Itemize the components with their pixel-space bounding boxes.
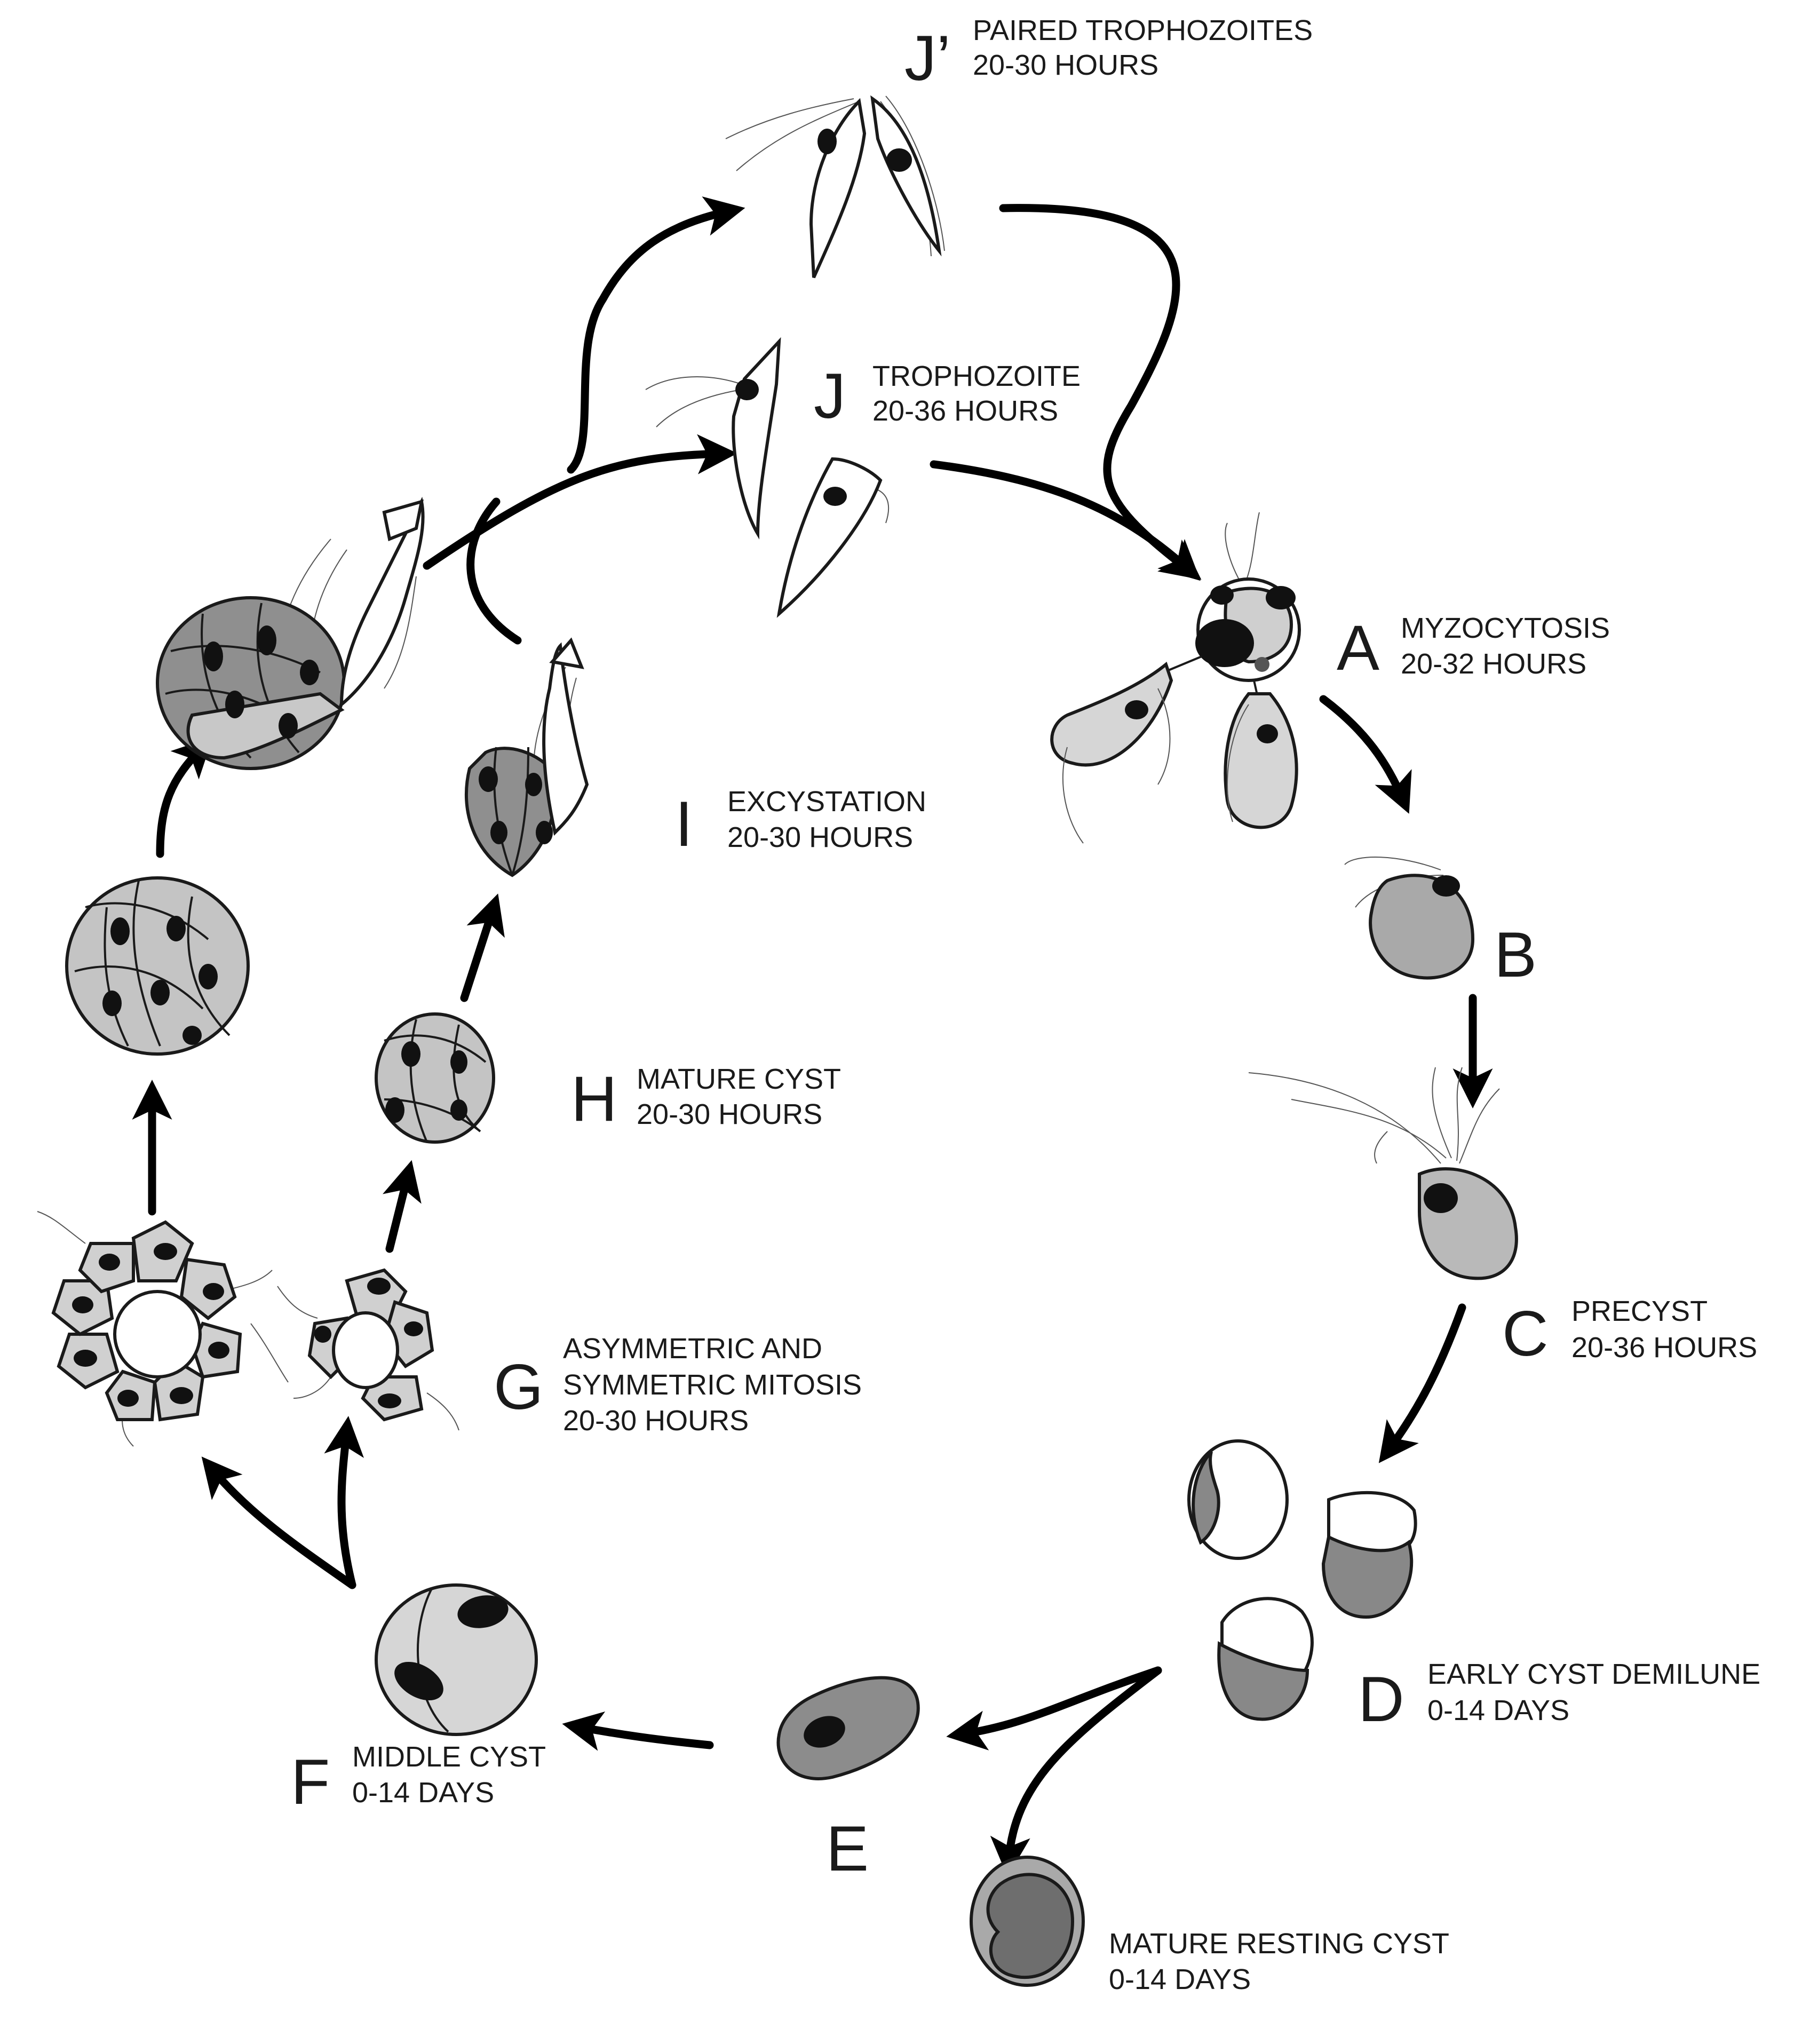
stage-b-illustration [1344,857,1475,980]
stage-label-e: E [826,1813,869,1884]
stage-duration-a: 20-32 HOURS [1401,648,1586,680]
stage-label-d: D EARLY CYST DEMILUNE 0-14 DAYS [1358,1658,1760,1735]
stage-letter-f: F [291,1746,330,1818]
stage-duration-g: 20-30 HOURS [563,1405,749,1437]
arrow-i-branch [466,497,522,645]
stage-letter-c: C [1502,1298,1549,1369]
cycle-arrows [132,196,1493,1877]
stage-letter-d: D [1358,1663,1404,1735]
middle-cyst-illustration [375,1583,538,1736]
stage-duration-d: 0-14 DAYS [1427,1694,1569,1726]
stage-name-resting: MATURE RESTING CYST [1109,1928,1449,1960]
mitosis-left-illustration [37,1211,289,1447]
arrow-g-right-to-h [382,1160,422,1253]
arrow-c-to-d [1378,1303,1466,1463]
stage-duration-j: 20-36 HOURS [872,395,1058,427]
stage-name-h: MATURE CYST [637,1063,841,1095]
stage-duration-f: 0-14 DAYS [352,1777,494,1809]
stage-name-a: MYZOCYTOSIS [1401,612,1610,644]
stage-label-jprime: J’ PAIRED TROPHOZOITES 20-30 HOURS [904,14,1313,94]
stage-label-h: H MATURE CYST 20-30 HOURS [571,1063,841,1135]
stage-letter-i: I [675,788,693,860]
stage-letter-g: G [494,1351,543,1423]
stage-letter-h: H [571,1063,617,1135]
excystation-illustration [464,637,589,877]
stage-name-g-line1: ASYMMETRIC AND [563,1333,822,1365]
arrow-j-to-a [930,460,1201,581]
stage-name-c: PRECYST [1571,1295,1708,1327]
stage-label-i: I EXCYSTATION 20-30 HOURS [675,786,926,860]
early-cyst-demilune-illustration [1187,1439,1417,1721]
stage-letter-a: A [1337,612,1379,684]
stage-duration-h: 20-30 HOURS [637,1098,822,1130]
arrow-a-to-b [1319,695,1412,814]
stage-label-a: A MYZOCYTOSIS 20-32 HOURS [1337,612,1610,684]
myzocytosis-illustration [1050,512,1301,844]
mitosis-right-illustration [277,1268,459,1431]
large-excystation-illustration [156,496,425,770]
large-mature-cyst-illustration [65,876,250,1056]
stage-letter-j: J [814,360,846,432]
arrow-h-to-i [460,893,505,1002]
stage-name-j: TROPHOZOITE [872,360,1081,392]
stage-label-g: G ASYMMETRIC AND SYMMETRIC MITOSIS 20-30… [494,1333,862,1437]
arrow-e-to-f [562,1711,714,1751]
stage-name-i: EXCYSTATION [727,786,926,818]
mature-resting-cyst-illustration [970,1856,1085,1987]
stage-name-jprime: PAIRED TROPHOZOITES [973,14,1313,46]
stage-letter-b: B [1494,919,1537,991]
stage-duration-resting: 0-14 DAYS [1109,1963,1251,1995]
arrow-d-to-e [946,1666,1162,1750]
stage-letter-e: E [826,1813,869,1884]
arrow-f-to-g-right [324,1416,364,1589]
arrow-left-column-up [156,736,213,858]
stage-name-f: MIDDLE CYST [352,1741,546,1773]
stage-label-f: F MIDDLE CYST 0-14 DAYS [291,1741,546,1818]
precyst-illustration [1248,1067,1518,1280]
stage-letter-jprime: J’ [904,22,951,94]
stage-duration-jprime: 20-30 HOURS [973,49,1158,81]
stage-e-illustration [776,1676,920,1780]
arrow-jprime-to-a [999,204,1202,580]
stage-name-d: EARLY CYST DEMILUNE [1427,1658,1760,1690]
stage-label-c: C PRECYST 20-36 HOURS [1502,1295,1757,1369]
arrow-f-to-g-left [201,1456,356,1589]
stage-label-resting: MATURE RESTING CYST 0-14 DAYS [1109,1928,1449,1995]
stage-label-b: B [1494,919,1537,991]
stage-name-g-line2: SYMMETRIC MITOSIS [563,1369,862,1401]
paired-trophozoites-illustration [725,95,945,279]
trophozoite-illustration [645,337,889,618]
arrow-to-jprime [567,196,745,474]
stage-label-j: J TROPHOZOITE 20-36 HOURS [814,360,1081,432]
stage-duration-i: 20-30 HOURS [727,821,913,853]
arrow-d-to-resting [990,1666,1162,1877]
mature-cyst-illustration [375,1012,495,1144]
stage-duration-c: 20-36 HOURS [1571,1332,1757,1364]
